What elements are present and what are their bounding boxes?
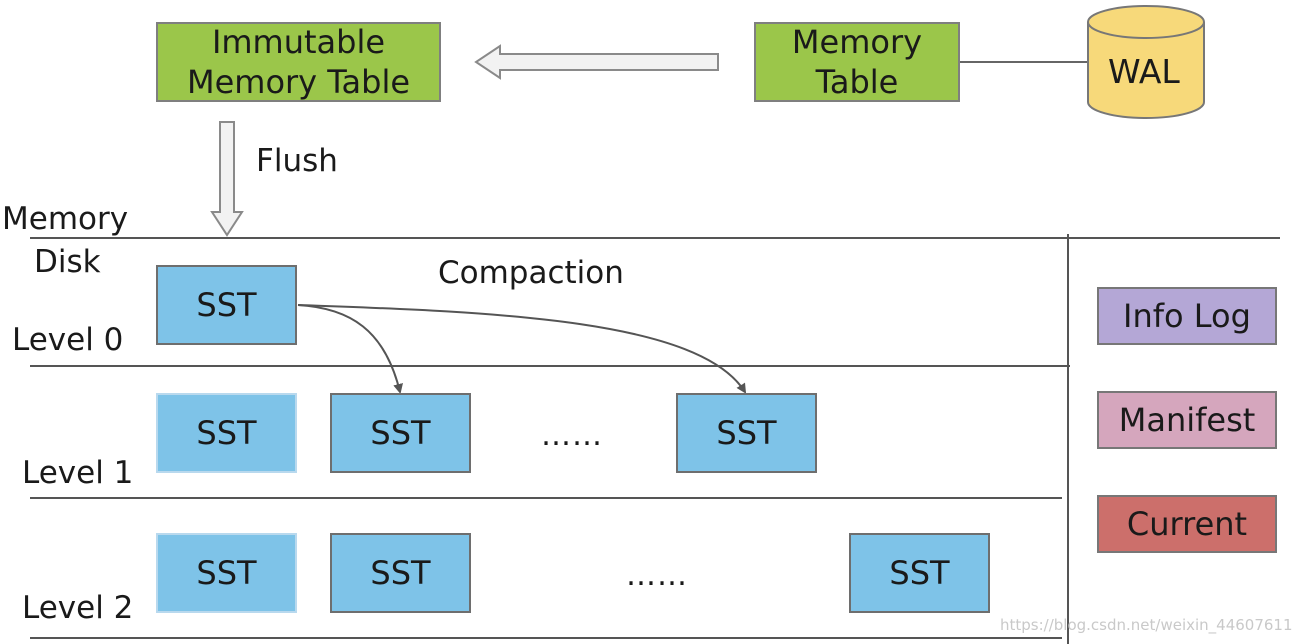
- database-cylinder-icon: [1087, 5, 1205, 119]
- compaction-arrow-to-level1-first: [297, 304, 403, 394]
- immutable-memory-table: Immutable Memory Table: [156, 22, 441, 102]
- sst-level1-2: SST: [330, 393, 471, 473]
- level-label-1: Level 1: [22, 455, 134, 491]
- current-box: Current: [1097, 495, 1277, 553]
- sst-level2-3: SST: [849, 533, 990, 613]
- disk-label: Disk: [34, 244, 101, 280]
- wal-label: WAL: [1108, 52, 1180, 91]
- ellipsis-level2: ……: [626, 558, 688, 593]
- sst-level1-3: SST: [676, 393, 817, 473]
- sst-level0-1: SST: [156, 265, 297, 345]
- compaction-label: Compaction: [438, 255, 624, 291]
- level-label-2: Level 2: [22, 590, 134, 626]
- ellipsis-level1: ……: [541, 418, 603, 453]
- hollow-arrow-left-icon: [474, 44, 719, 80]
- info-log-box: Info Log: [1097, 287, 1277, 345]
- compaction-arrow-to-level1-last: [297, 304, 747, 394]
- sst-level2-1: SST: [156, 533, 297, 613]
- manifest-box: Manifest: [1097, 391, 1277, 449]
- watermark: https://blog.csdn.net/weixin_44607611: [1000, 616, 1293, 634]
- sst-level1-1: SST: [156, 393, 297, 473]
- sst-level2-2: SST: [330, 533, 471, 613]
- memory-label: Memory: [2, 201, 129, 237]
- flush-label: Flush: [256, 143, 338, 179]
- hollow-arrow-down-icon: [210, 121, 244, 237]
- memory-table: Memory Table: [754, 22, 960, 102]
- level-label-0: Level 0: [12, 322, 124, 358]
